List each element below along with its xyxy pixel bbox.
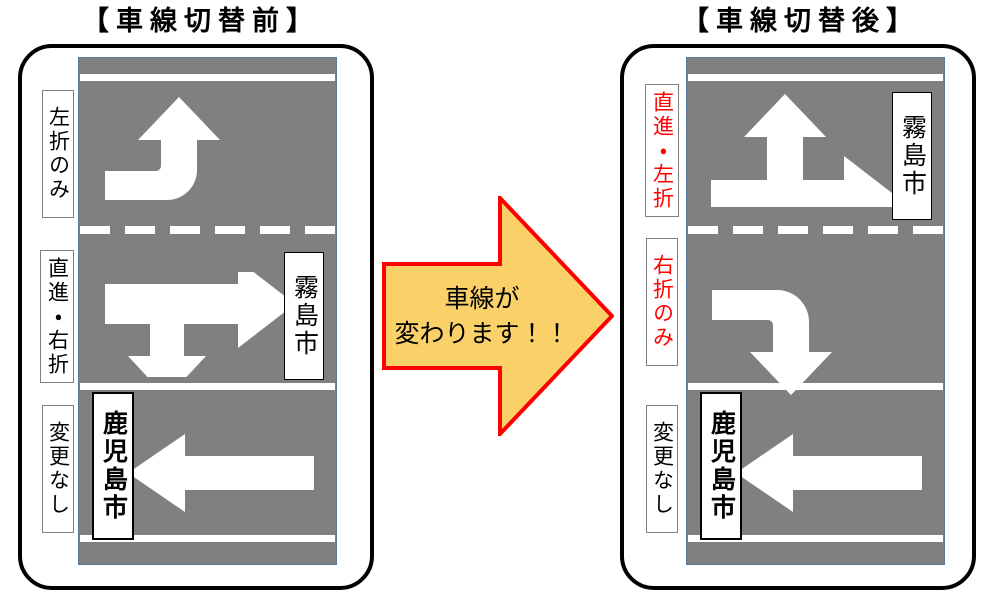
arrow-t-up-right-after (711, 94, 901, 207)
road-edge-line-bottom (688, 535, 943, 542)
arrow-t-right-down-before (105, 272, 295, 377)
road-edge-line-top (688, 74, 943, 81)
arrow-straight-left-before (128, 434, 314, 512)
lane-divider-dashed (688, 226, 943, 234)
lane-label-after-2: 右折のみ (646, 238, 678, 366)
lane-divider-solid (80, 383, 335, 390)
lane-label-before-1: 左折のみ (42, 90, 74, 218)
road-edge-line-top (80, 74, 335, 81)
page-title-after: 【車線切替後】 (682, 6, 920, 36)
lane-divider-solid (688, 383, 943, 390)
destination-plate-before-kagoshima: 鹿児島市 (92, 392, 134, 540)
lane-label-before-3: 変更なし (42, 405, 74, 533)
lane-divider-dashed (80, 226, 335, 234)
road-edge-line-bottom (80, 535, 335, 542)
destination-plate-after-kirishima: 霧島市 (892, 92, 932, 220)
lane-label-after-1: 直進・左折 (645, 84, 679, 217)
change-notice-arrow (382, 196, 614, 436)
arrow-curve-right-down-after (712, 290, 832, 395)
page-title-before: 【車線切替前】 (82, 6, 320, 36)
lane-label-before-2: 直進・右折 (40, 250, 74, 383)
destination-plate-after-kagoshima: 鹿児島市 (700, 392, 742, 540)
arrow-straight-left-after (736, 434, 922, 512)
lane-label-after-3: 変更なし (646, 405, 678, 533)
destination-plate-before-kirishima: 霧島市 (284, 252, 324, 380)
arrow-curve-left-up-before (105, 97, 220, 200)
